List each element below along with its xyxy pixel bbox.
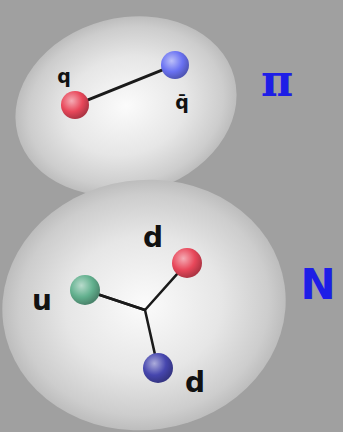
hadron-blob: Nudd (0, 178, 288, 432)
quark-label: q (57, 65, 71, 87)
sphere-shape (70, 275, 100, 305)
antiquark-sphere: q̄ (161, 51, 189, 79)
quark-label: q̄ (175, 91, 189, 113)
hadron-label: N (300, 260, 335, 309)
blob-shape (12, 16, 240, 196)
label-holder: d (143, 221, 163, 254)
label-holder: q (57, 65, 71, 87)
quark-label: d (143, 221, 163, 254)
label-holder: q̄ (175, 91, 189, 113)
quark-label: u (32, 284, 52, 317)
quark-sphere: d (143, 353, 173, 383)
sphere-fill (161, 51, 189, 79)
label-holder: N (300, 260, 335, 309)
sphere-shape (172, 248, 202, 278)
sphere-shape (61, 91, 89, 119)
blob-outline (0, 161, 302, 432)
sphere-fill (70, 275, 100, 305)
label-holder: π (261, 55, 293, 106)
quark-label: d (185, 366, 205, 399)
quark-sphere: u (70, 275, 100, 305)
sphere-fill (61, 91, 89, 119)
quark-sphere: q (61, 91, 89, 119)
sphere-fill (143, 353, 173, 383)
sphere-shape (143, 353, 173, 383)
sphere-fill (172, 248, 202, 278)
label-holder: d (185, 366, 205, 399)
sphere-shape (161, 51, 189, 79)
quark-sphere: d (172, 248, 202, 278)
label-holder: u (32, 284, 52, 317)
hadron-blob: πqq̄ (12, 16, 240, 196)
hadron-label: π (261, 55, 293, 106)
